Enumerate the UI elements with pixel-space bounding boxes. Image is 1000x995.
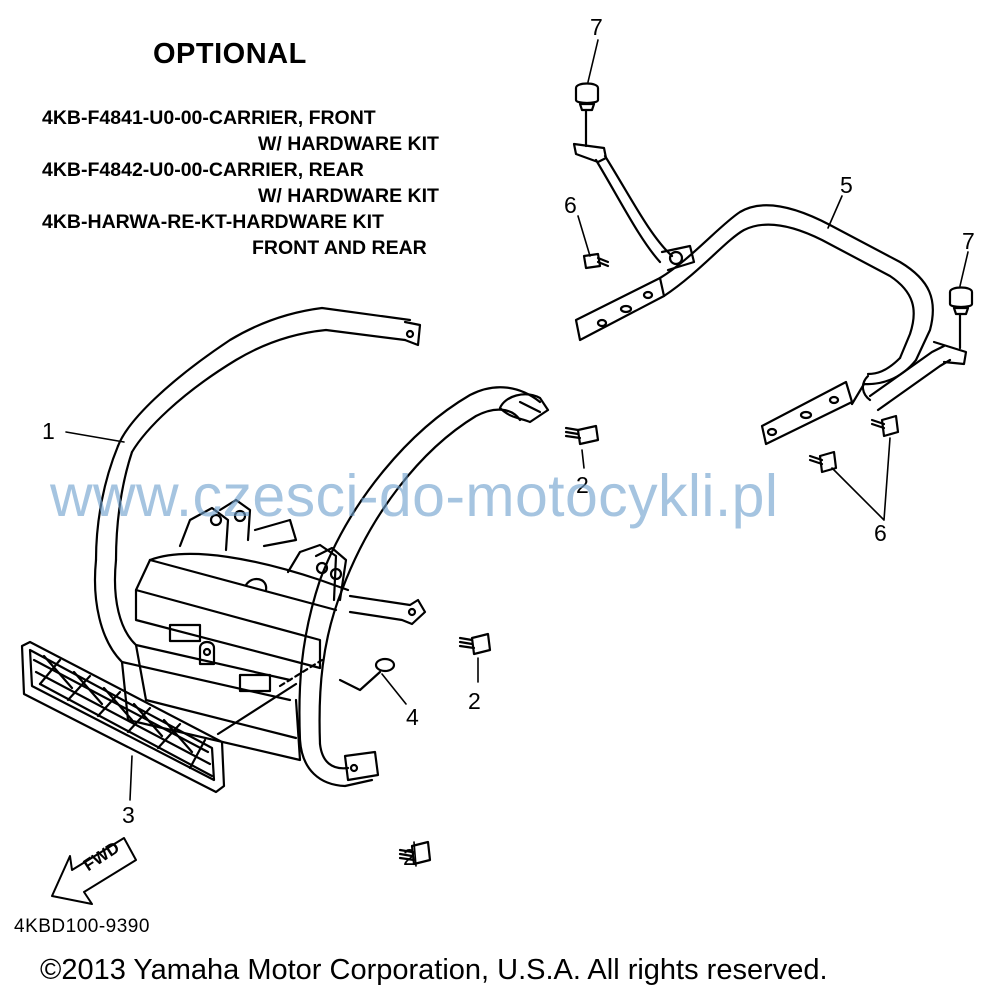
callout-4: 4: [406, 704, 419, 730]
cushion-right: [948, 286, 974, 350]
callout-2: 2: [468, 688, 481, 714]
parts-list-line: 4KB-F4842-U0-00-CARRIER, REAR: [42, 159, 364, 181]
callout-5: 5: [840, 172, 853, 198]
grill-plate: [20, 640, 298, 794]
callout-1: 1: [42, 418, 55, 444]
leader-lines: [65, 39, 969, 867]
bolt-middle: [458, 632, 492, 656]
callout-7: 7: [962, 228, 975, 254]
callout-7: 7: [590, 14, 603, 40]
bolt-lower: [398, 840, 432, 866]
parts-list-line: FRONT AND REAR: [252, 237, 427, 259]
fwd-arrow-icon: [51, 837, 137, 905]
reference-code: 4KBD100-9390: [14, 916, 150, 937]
bolt-rear-right-1: [870, 414, 900, 438]
parts-list-line: 4KB-F4841-U0-00-CARRIER, FRONT: [42, 107, 376, 129]
callout-2: 2: [576, 472, 589, 498]
copyright-notice: ©2013 Yamaha Motor Corporation, U.S.A. A…: [40, 954, 828, 986]
watermark: www.czesci-do-motocykli.pl: [50, 463, 779, 529]
rear-carrier: [572, 142, 968, 446]
parts-list-line: 4KB-HARWA-RE-KT-HARDWARE KIT: [42, 211, 384, 233]
cushion-top-left: [574, 82, 600, 148]
bolt-rear-left: [582, 252, 610, 270]
callout-3: 3: [122, 802, 135, 828]
callout-2: 2: [403, 844, 416, 870]
front-carrier: [93, 306, 550, 788]
bolt-upper: [564, 424, 600, 446]
parts-list-line: W/ HARDWARE KIT: [258, 133, 439, 155]
bolt-rear-right-2: [808, 450, 838, 474]
callout-6: 6: [874, 520, 887, 546]
page-title: OPTIONAL: [153, 38, 307, 70]
parts-list-line: W/ HARDWARE KIT: [258, 185, 439, 207]
callout-6: 6: [564, 192, 577, 218]
